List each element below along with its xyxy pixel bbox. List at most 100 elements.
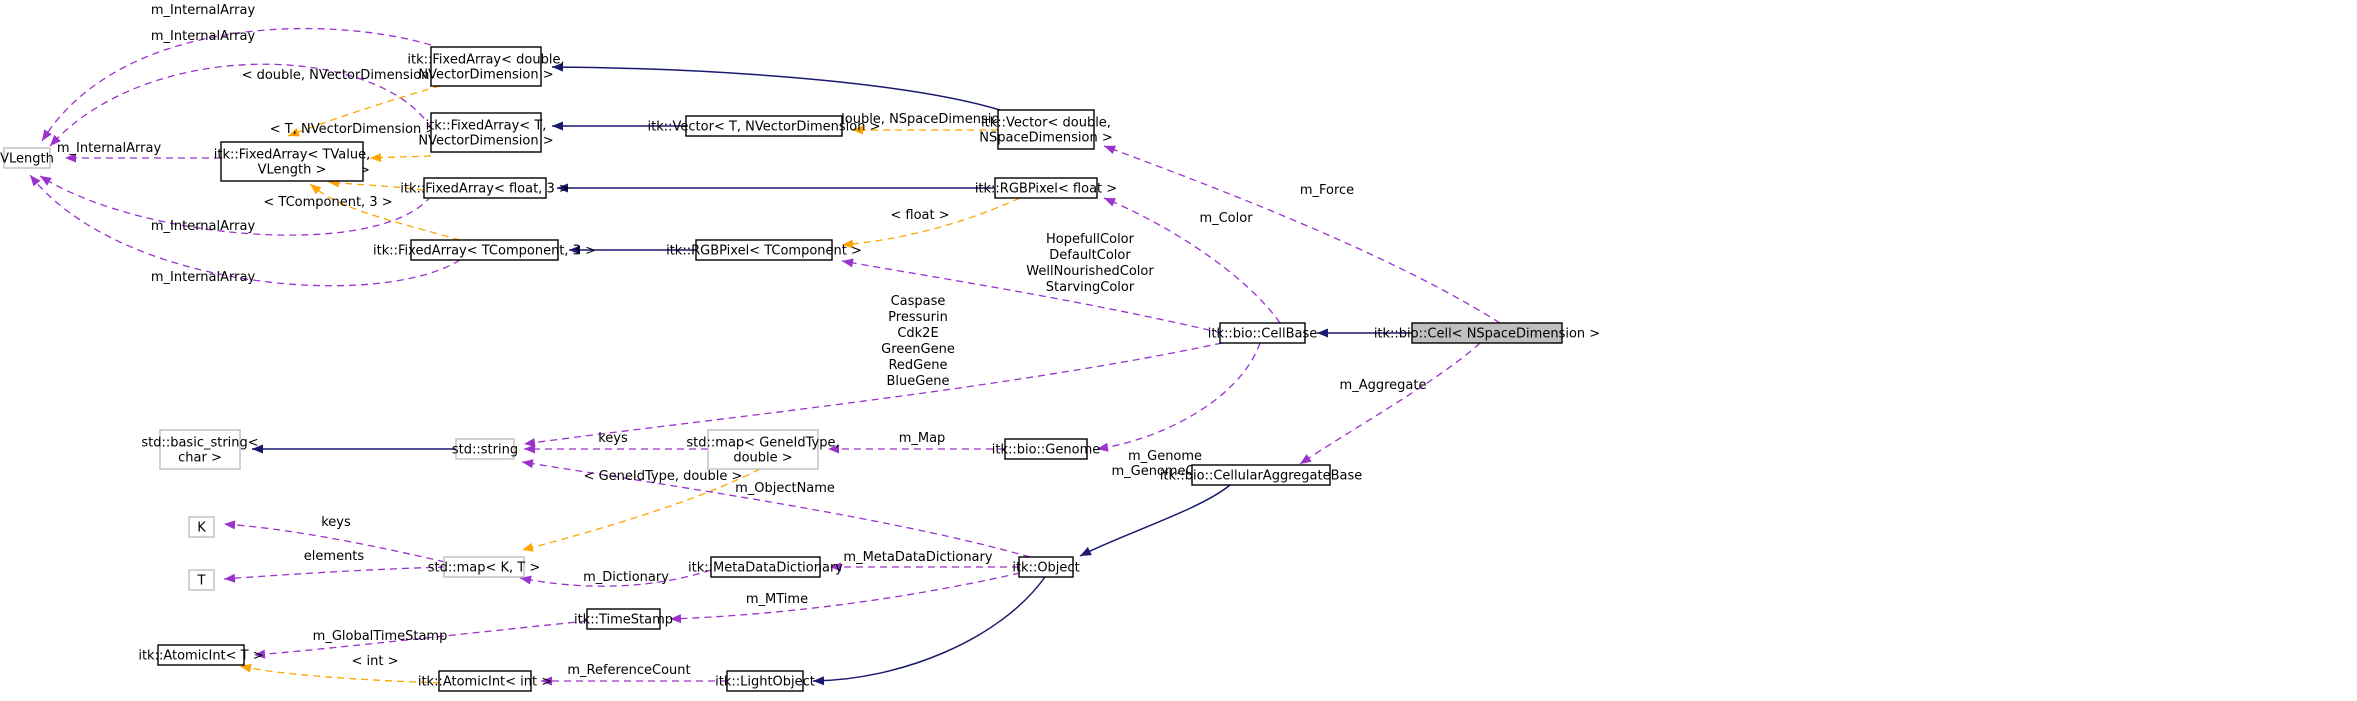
class-node-cell[interactable]: itk::bio::Cell< NSpaceDimension > — [1374, 322, 1600, 344]
class-name: itk::RGBPixel< TComponent > — [666, 244, 862, 259]
edge-line — [223, 566, 446, 580]
edge-label: < double, NSpaceDimension > — [821, 112, 1022, 127]
edge-line — [29, 174, 461, 287]
class-box — [443, 556, 525, 578]
class-name: itk::TimeStamp — [574, 613, 673, 628]
edge-member — [541, 676, 727, 686]
edge-inherit — [1317, 328, 1412, 338]
class-box — [188, 569, 215, 591]
arrowhead-icon — [569, 245, 580, 255]
class-node-fa-tcomp3[interactable]: itk::FixedArray< TComponent, 3 > — [373, 239, 596, 261]
edge-label: < T, NVectorDimension > — [270, 122, 437, 137]
class-node-rgb-float[interactable]: itk::RGBPixel< float > — [975, 177, 1117, 199]
class-name: itk::Vector< double, — [981, 116, 1111, 131]
edge-member — [223, 520, 446, 563]
arrowhead-icon — [557, 183, 568, 193]
class-node-fa-tvalue[interactable]: itk::FixedArray< TValue,VLength > — [214, 141, 371, 182]
class-box — [1411, 322, 1563, 344]
class-box — [1191, 464, 1331, 486]
class-node-atomic-int[interactable]: itk::AtomicInt< int > — [418, 670, 552, 692]
class-name: itk::LightObject — [715, 675, 815, 690]
class-box — [438, 670, 532, 692]
class-node-genome[interactable]: itk::bio::Genome — [992, 438, 1101, 460]
class-node-timestamp[interactable]: itk::TimeStamp — [574, 608, 673, 630]
class-node-object[interactable]: itk::Object — [1012, 556, 1080, 578]
arrowhead-icon — [1317, 328, 1328, 338]
edge-line — [523, 342, 1223, 445]
edge-line — [1103, 197, 1281, 324]
arrowhead-icon — [240, 663, 252, 673]
class-node-rgb-tcomp[interactable]: itk::RGBPixel< TComponent > — [666, 239, 862, 261]
class-name: itk::MetaDataDictionary — [688, 561, 843, 576]
arrowhead-icon — [370, 153, 382, 163]
edge-line — [519, 569, 712, 587]
edge-member — [223, 566, 446, 583]
class-node-map-gene[interactable]: std::map< GeneIdType,double > — [686, 429, 840, 470]
arrowhead-icon — [852, 125, 863, 135]
class-name: itk::bio::CellBase — [1208, 327, 1318, 342]
arrowhead-icon — [288, 127, 300, 137]
edge-label: < float > — [890, 208, 949, 223]
class-node-cellbase[interactable]: itk::bio::CellBase — [1208, 322, 1318, 344]
class-node-vector-double[interactable]: itk::Vector< double,NSpaceDimension > — [979, 109, 1113, 150]
class-node-k[interactable]: K — [188, 516, 215, 538]
class-node-fa-float3[interactable]: itk::FixedArray< float, 3 > — [400, 177, 570, 199]
edge-label: Pressurin — [888, 310, 948, 325]
arrowhead-icon — [254, 649, 266, 659]
class-box — [157, 644, 245, 666]
class-node-lightobject[interactable]: itk::LightObject — [715, 670, 815, 692]
class-node-fa-double-nvd[interactable]: itk::FixedArray< double,NVectorDimension… — [407, 46, 565, 87]
edge-label: elements — [304, 549, 365, 564]
edge-label: StarvingColor — [1046, 280, 1135, 295]
arrowhead-icon — [50, 134, 61, 146]
arrowhead-icon — [42, 129, 52, 141]
class-node-std-string[interactable]: std::string — [452, 438, 518, 460]
edge-label: GreenGene — [881, 342, 955, 357]
edge-member — [1299, 342, 1481, 465]
edge-member — [1103, 145, 1501, 324]
class-box — [685, 115, 843, 137]
class-node-map-kt[interactable]: std::map< K, T > — [428, 556, 541, 578]
edge-label: < TComponent, 3 > — [263, 195, 392, 210]
class-node-mdd[interactable]: itk::MetaDataDictionary — [688, 556, 843, 578]
class-box — [997, 109, 1095, 150]
edge-label: Caspase — [891, 294, 946, 309]
class-box — [455, 438, 515, 460]
arrowhead-icon — [524, 438, 536, 447]
edge-label: RedGene — [888, 358, 947, 373]
arrowhead-icon — [1300, 454, 1312, 464]
class-box — [159, 429, 241, 470]
class-node-vector-t[interactable]: itk::Vector< T, NVectorDimension > — [648, 115, 881, 137]
class-name: itk::FixedArray< TValue, — [214, 148, 371, 163]
class-name: NSpaceDimension > — [979, 131, 1112, 146]
arrowhead-icon — [224, 520, 236, 530]
arrowhead-icon — [1080, 547, 1092, 556]
arrowhead-icon — [522, 542, 534, 552]
class-node-basic-string[interactable]: std::basic_string<char > — [141, 429, 259, 470]
class-node-fa-t-nvd[interactable]: itk::FixedArray< T,NVectorDimension > — [418, 112, 554, 153]
edge-label: m_InternalArray — [151, 29, 256, 44]
edge-member — [1096, 342, 1261, 452]
edge-label: < int > — [352, 654, 399, 669]
edge-label: m_InternalArray — [151, 219, 256, 234]
edge-line — [812, 576, 1046, 682]
edge-template — [369, 153, 432, 163]
class-node-t[interactable]: T — [188, 569, 215, 591]
arrowhead-icon — [842, 258, 854, 268]
edge-inherit — [552, 121, 686, 131]
edge-label: m_Dictionary — [583, 570, 669, 585]
class-node-aggregate[interactable]: itk::bio::CellularAggregateBase — [1160, 464, 1362, 486]
arrowhead-icon — [541, 676, 552, 686]
edge-line — [1096, 342, 1261, 450]
class-name: itk::FixedArray< T, — [426, 119, 547, 134]
class-node-vlength[interactable]: VLength — [0, 147, 54, 169]
class-box — [994, 177, 1098, 199]
edge-member — [841, 258, 1223, 334]
edge-label: < double, NVectorDimension > — [242, 68, 445, 83]
edge-member — [1103, 197, 1281, 324]
edge-member — [524, 444, 708, 454]
edge-label: Cdk2E — [897, 326, 938, 341]
class-node-atomic-t[interactable]: itk::AtomicInt< T > — [138, 644, 264, 666]
edge-label: m_GlobalTimeStamp — [313, 629, 448, 644]
